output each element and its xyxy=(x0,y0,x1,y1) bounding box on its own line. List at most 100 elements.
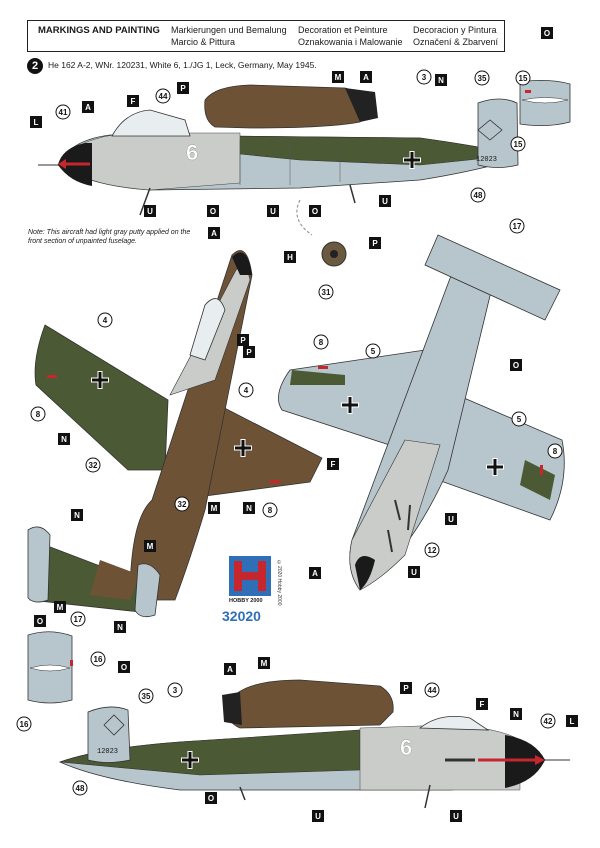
svg-text:U: U xyxy=(453,812,459,821)
callout-center-8: 8 xyxy=(547,443,563,459)
callout-bottom-A: A xyxy=(224,663,236,675)
svg-text:O: O xyxy=(208,794,214,803)
callout-center-17: 17 xyxy=(70,611,86,627)
svg-text:P: P xyxy=(180,84,186,93)
callout-top-N: N xyxy=(435,74,447,86)
header-fr: Decoration et Peinture xyxy=(298,25,388,35)
svg-text:U: U xyxy=(147,207,153,216)
svg-text:44: 44 xyxy=(159,92,168,101)
profile-number-badge: 2 xyxy=(27,58,43,74)
callout-bottom-P: P xyxy=(400,682,412,694)
svg-text:16: 16 xyxy=(20,720,29,729)
callout-top-41: 41 xyxy=(55,104,71,120)
svg-text:U: U xyxy=(448,515,454,524)
callout-top-O: O xyxy=(541,27,553,39)
svg-text:O: O xyxy=(121,663,127,672)
svg-text:P: P xyxy=(403,684,409,693)
svg-text:N: N xyxy=(74,511,80,520)
header-de: Markierungen und Bemalung xyxy=(171,25,287,35)
bottom-view xyxy=(278,234,565,591)
callout-center-31: 31 xyxy=(318,284,334,300)
header-cz: Označení & Zbarvení xyxy=(413,37,499,47)
svg-text:H: H xyxy=(287,253,293,262)
svg-text:3: 3 xyxy=(422,73,427,82)
callout-bottom-35: 35 xyxy=(138,688,154,704)
svg-text:3: 3 xyxy=(173,686,178,695)
svg-text:42: 42 xyxy=(544,717,553,726)
catalog-number: 32020 xyxy=(222,608,261,624)
code-six-top: 6 xyxy=(186,140,198,165)
callout-top-A: A xyxy=(360,71,372,83)
callout-center-N: N xyxy=(58,433,70,445)
callout-bottom-44: 44 xyxy=(424,682,440,698)
callout-top-15: 15 xyxy=(510,136,526,152)
callout-center-8: 8 xyxy=(313,334,329,350)
callout-top-35: 35 xyxy=(474,70,490,86)
callout-center-P: P xyxy=(243,346,255,358)
svg-text:8: 8 xyxy=(268,506,273,515)
header-es: Decoracion y Pintura xyxy=(413,25,497,35)
callout-top-O: O xyxy=(309,205,321,217)
svg-text:32: 32 xyxy=(89,461,98,470)
side-profile-left: 6 12023 xyxy=(38,80,571,216)
callout-top-15: 15 xyxy=(515,70,531,86)
putty-note: Note: This aircraft had light gray putty… xyxy=(28,229,191,245)
header-pl: Oznakowania i Malowanie xyxy=(298,37,403,47)
svg-text:15: 15 xyxy=(514,140,523,149)
svg-text:35: 35 xyxy=(142,692,151,701)
svg-text:A: A xyxy=(211,229,217,238)
callout-bottom-3: 3 xyxy=(167,682,183,698)
callout-center-5: 5 xyxy=(365,343,381,359)
svg-text:A: A xyxy=(85,103,91,112)
svg-text:M: M xyxy=(261,659,268,668)
callout-center-8: 8 xyxy=(30,406,46,422)
callout-center-8: 8 xyxy=(262,502,278,518)
svg-text:O: O xyxy=(312,207,318,216)
top-view xyxy=(27,250,323,618)
callout-top-M: M xyxy=(332,71,344,83)
callout-top-48: 48 xyxy=(470,187,486,203)
svg-text:N: N xyxy=(61,435,67,444)
wheel-detail xyxy=(296,199,347,267)
svg-text:5: 5 xyxy=(371,347,376,356)
header-title: MARKINGS AND PAINTING xyxy=(38,25,160,36)
callout-top-F: F xyxy=(127,95,139,107)
side-profile-right: 6 12023 xyxy=(27,631,570,809)
callout-center-12: 12 xyxy=(424,542,440,558)
svg-text:F: F xyxy=(480,700,485,709)
hobby2000-logo xyxy=(229,556,271,596)
callout-center-32: 32 xyxy=(85,457,101,473)
svg-text:L: L xyxy=(570,717,575,726)
svg-text:N: N xyxy=(117,623,123,632)
markings-header: MARKINGS AND PAINTING Markierungen und B… xyxy=(27,20,505,52)
svg-text:P: P xyxy=(240,336,246,345)
svg-text:U: U xyxy=(270,207,276,216)
svg-text:31: 31 xyxy=(322,288,331,297)
svg-text:A: A xyxy=(312,569,318,578)
callout-top-P: P xyxy=(177,82,189,94)
svg-text:M: M xyxy=(211,504,218,513)
callout-bottom-48: 48 xyxy=(72,780,88,796)
callout-bottom-U: U xyxy=(450,810,462,822)
code-six-bottom: 6 xyxy=(400,735,412,760)
callout-bottom-O: O xyxy=(205,792,217,804)
svg-text:U: U xyxy=(382,197,388,206)
callout-center-5: 5 xyxy=(511,411,527,427)
svg-text:17: 17 xyxy=(74,615,83,624)
svg-text:O: O xyxy=(37,617,43,626)
callout-center-A: A xyxy=(208,227,220,239)
svg-text:P: P xyxy=(246,348,252,357)
svg-text:8: 8 xyxy=(36,410,41,419)
callout-center-M: M xyxy=(144,540,156,552)
header-it: Marcio & Pittura xyxy=(171,37,236,47)
callout-top-U: U xyxy=(379,195,391,207)
svg-text:8: 8 xyxy=(553,447,558,456)
logo-subtitle: HOBBY 2000 xyxy=(229,598,263,604)
callout-center-P: P xyxy=(369,237,381,249)
svg-text:F: F xyxy=(131,97,136,106)
copyright-text: ©2020 Hobby 2000 xyxy=(276,560,282,606)
svg-text:P: P xyxy=(372,239,378,248)
svg-text:41: 41 xyxy=(59,108,68,117)
